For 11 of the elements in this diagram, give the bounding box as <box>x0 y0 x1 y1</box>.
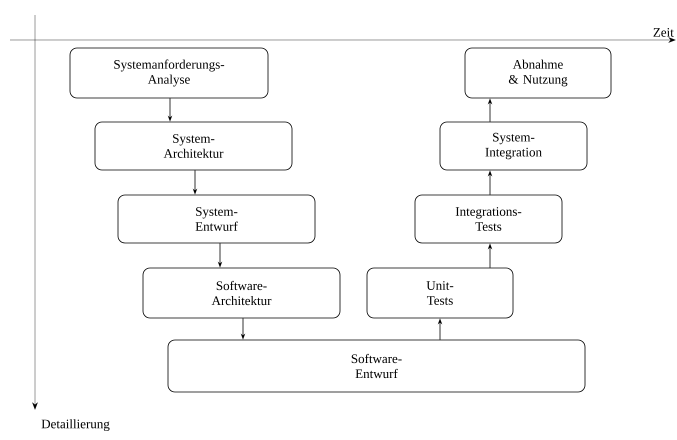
process-box: Software- Architektur <box>142 268 340 318</box>
process-box: System- Architektur <box>94 122 292 170</box>
process-box: Integrations- Tests <box>414 194 562 244</box>
axis-label: Zeit <box>654 28 674 37</box>
process-box: Abnahme & Nutzung <box>464 48 612 98</box>
axis-label: Detaillierung <box>42 419 110 432</box>
process-box: System- Entwurf <box>118 194 316 244</box>
process-box: Systemanforderungs- Analyse <box>70 48 268 98</box>
process-box: System- Integration <box>440 122 588 170</box>
process-box: Unit- Tests <box>366 268 514 318</box>
process-box: Software- Entwurf <box>168 340 586 392</box>
